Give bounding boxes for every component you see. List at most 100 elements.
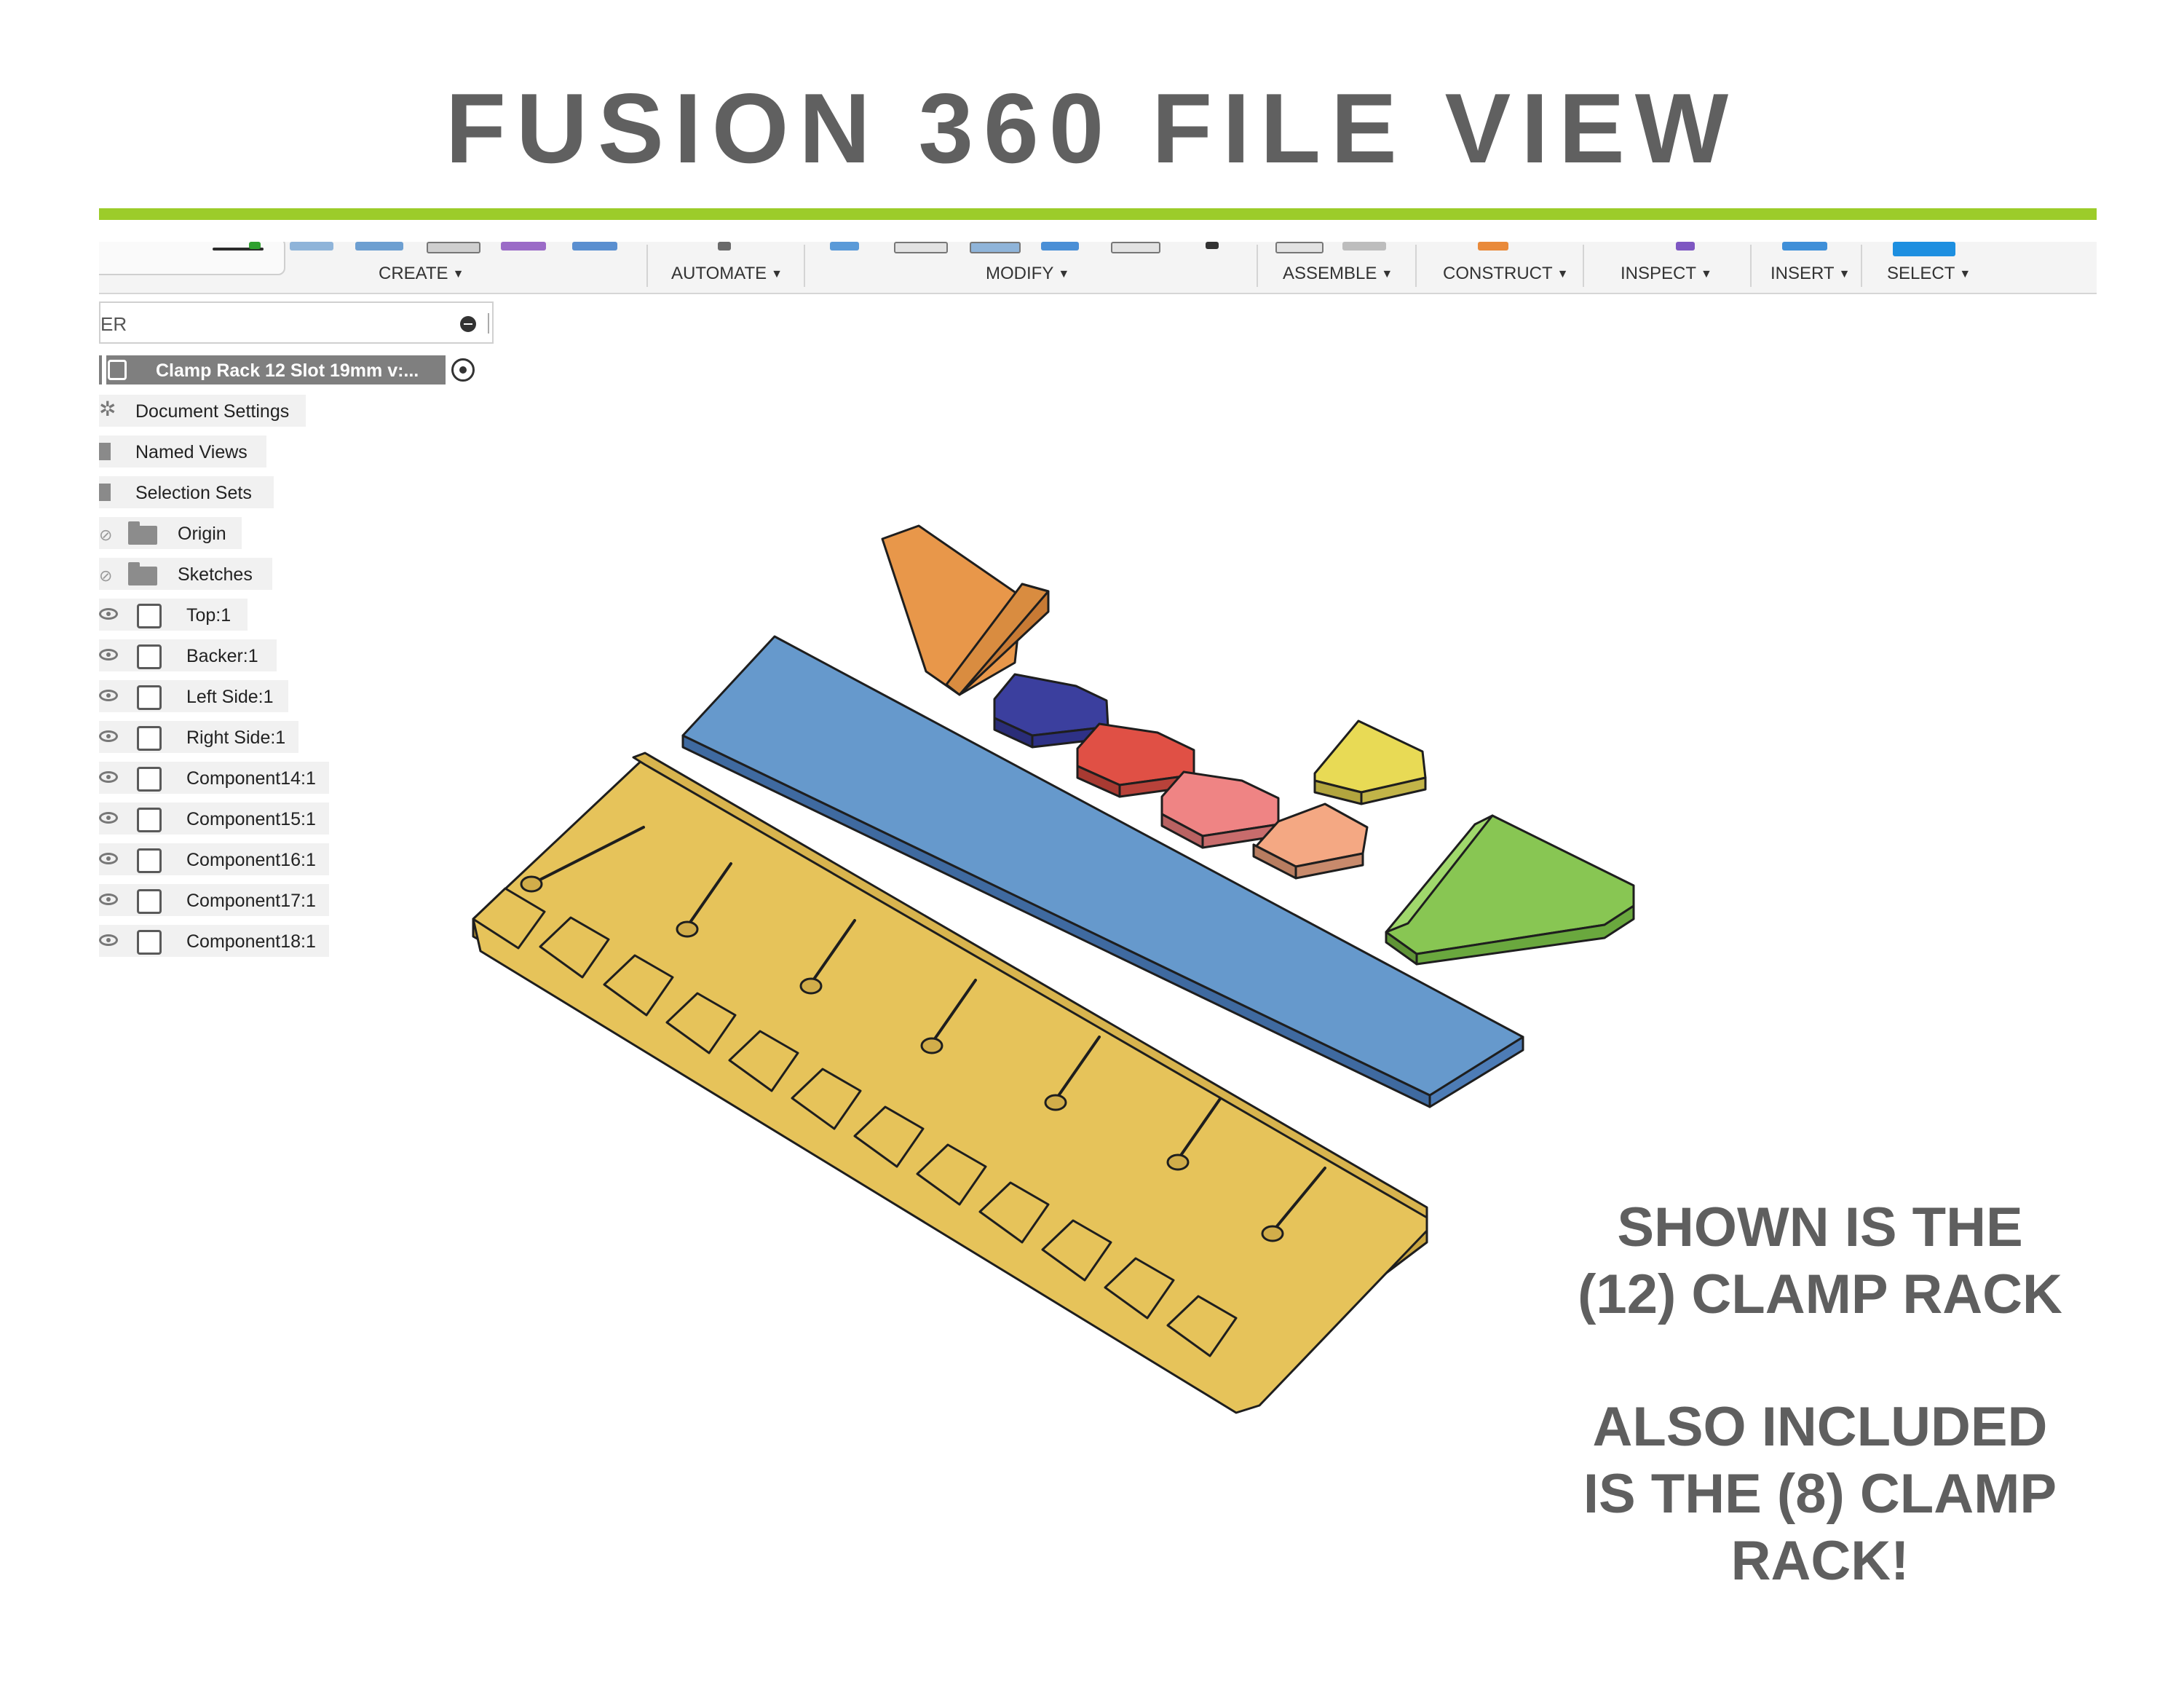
tree-item-component[interactable]: Left Side:1 — [99, 680, 288, 712]
eye-icon[interactable] — [99, 812, 118, 824]
folder-icon — [128, 562, 157, 585]
block-pink — [1160, 770, 1280, 849]
eye-icon[interactable] — [99, 894, 118, 905]
component-icon — [137, 685, 162, 710]
tree-item-component[interactable]: Right Side:1 — [99, 721, 298, 753]
tree-item-label: Origin — [178, 524, 226, 544]
clamp-rack-top — [472, 752, 1428, 1414]
caret-down-icon: ▼ — [1058, 268, 1070, 280]
component-icon — [137, 644, 162, 669]
automate-icon[interactable] — [718, 242, 731, 251]
caret-down-icon: ▼ — [452, 268, 464, 280]
caret-down-icon: ▼ — [1556, 268, 1569, 280]
green-plus-icon[interactable] — [249, 242, 261, 249]
tree-item-label: Left Side:1 — [186, 687, 274, 707]
tree-item-label: Sketches — [178, 564, 253, 585]
select-menu[interactable]: SELECT▼ — [1887, 264, 1971, 283]
separator — [804, 245, 805, 287]
folder-icon — [128, 521, 157, 545]
hole-icon[interactable] — [427, 242, 480, 253]
tree-item-label: Component16:1 — [186, 850, 316, 870]
tree-item-sketches[interactable]: ⊘ Sketches — [99, 558, 272, 590]
tree-item-named-views[interactable]: Named Views — [99, 435, 266, 468]
construct-menu[interactable]: CONSTRUCT▼ — [1443, 264, 1569, 283]
panel-resize-handle[interactable] — [488, 313, 489, 334]
activate-radio-icon[interactable] — [451, 358, 475, 382]
measure-icon[interactable] — [1676, 242, 1695, 251]
eye-icon[interactable] — [99, 730, 118, 742]
tree-item-label: Component15:1 — [186, 809, 316, 829]
expand-toggle-icon[interactable] — [102, 355, 106, 384]
eye-icon[interactable] — [99, 690, 118, 701]
component-icon — [137, 726, 162, 751]
as-built-joint-icon[interactable] — [1342, 242, 1386, 251]
tree-item-component[interactable]: Component16:1 — [99, 843, 329, 875]
folder-icon — [99, 484, 111, 501]
separator — [1257, 245, 1258, 287]
component-icon — [137, 848, 162, 873]
hidden-eye-icon[interactable]: ⊘ — [99, 567, 113, 585]
eye-icon[interactable] — [99, 934, 118, 946]
insert-menu[interactable]: INSERT▼ — [1770, 264, 1851, 283]
right-side-piece — [1385, 814, 1635, 966]
tree-item-component[interactable]: Component17:1 — [99, 884, 329, 916]
component-icon — [137, 604, 162, 628]
form-icon[interactable] — [501, 242, 546, 251]
press-pull-icon[interactable] — [830, 242, 859, 251]
more-arrow-icon[interactable] — [1206, 242, 1219, 249]
tree-item-origin[interactable]: ⊘ Origin — [99, 517, 242, 549]
eye-icon[interactable] — [99, 608, 118, 620]
eye-icon[interactable] — [99, 853, 118, 864]
collapse-icon[interactable] — [460, 316, 476, 332]
shell-icon[interactable] — [970, 242, 1021, 253]
pattern-icon[interactable] — [572, 242, 617, 251]
tree-item-component[interactable]: Component15:1 — [99, 802, 329, 835]
combine-icon[interactable] — [1041, 242, 1079, 251]
caret-down-icon: ▼ — [1381, 268, 1393, 280]
note-line: (12) CLAMP RACK — [1578, 1263, 2062, 1325]
plane-icon[interactable] — [1478, 242, 1508, 251]
create-sketch-icon[interactable] — [213, 248, 264, 251]
select-icon[interactable] — [1893, 242, 1955, 256]
extrude-icon[interactable] — [290, 242, 333, 251]
tree-item-label: Backer:1 — [186, 646, 258, 666]
backer-board — [681, 635, 1524, 1108]
tree-item-component[interactable]: Top:1 — [99, 599, 248, 631]
block-navy — [993, 673, 1109, 749]
fillet-icon[interactable] — [894, 242, 948, 253]
insert-icon[interactable] — [1782, 242, 1827, 251]
browser-root-node[interactable]: Clamp Rack 12 Slot 19mm v:... — [99, 355, 446, 384]
tree-item-component[interactable]: Backer:1 — [99, 639, 277, 671]
component-icon — [137, 808, 162, 832]
browser-filter[interactable]: ER — [99, 301, 494, 344]
automate-menu[interactable]: AUTOMATE▼ — [671, 264, 783, 283]
toolbar: CREATE▼ AUTOMATE▼ MODIFY▼ ASSEMBLE▼ CONS… — [99, 242, 2097, 294]
move-icon[interactable] — [1111, 242, 1160, 253]
component-icon — [137, 767, 162, 792]
tree-item-label: Document Settings — [135, 401, 290, 422]
accent-divider — [99, 208, 2097, 220]
separator — [1750, 245, 1752, 287]
tree-item-label: Component14:1 — [186, 768, 316, 789]
folder-icon — [99, 443, 111, 460]
tree-item-label: Top:1 — [186, 605, 232, 626]
hidden-eye-icon[interactable]: ⊘ — [99, 526, 113, 544]
note-line: RACK! — [1730, 1530, 1910, 1592]
note-line: ALSO INCLUDED — [1592, 1396, 2048, 1458]
joint-icon[interactable] — [1275, 242, 1324, 253]
tree-item-component[interactable]: Component14:1 — [99, 762, 329, 794]
left-side-piece — [881, 524, 1050, 696]
tree-item-label: Right Side:1 — [186, 727, 286, 748]
modify-menu[interactable]: MODIFY▼ — [986, 264, 1070, 283]
tree-item-component[interactable]: Component18:1 — [99, 925, 329, 957]
create-menu[interactable]: CREATE▼ — [379, 264, 464, 283]
assemble-menu[interactable]: ASSEMBLE▼ — [1283, 264, 1393, 283]
tree-item-document-settings[interactable]: ✲ Document Settings — [99, 395, 306, 427]
inspect-menu[interactable]: INSPECT▼ — [1621, 264, 1712, 283]
browser-filter-text: ER — [100, 313, 127, 335]
eye-icon[interactable] — [99, 649, 118, 660]
revolve-icon[interactable] — [355, 242, 403, 251]
tree-item-selection-sets[interactable]: Selection Sets — [99, 476, 274, 508]
eye-icon[interactable] — [99, 771, 118, 783]
